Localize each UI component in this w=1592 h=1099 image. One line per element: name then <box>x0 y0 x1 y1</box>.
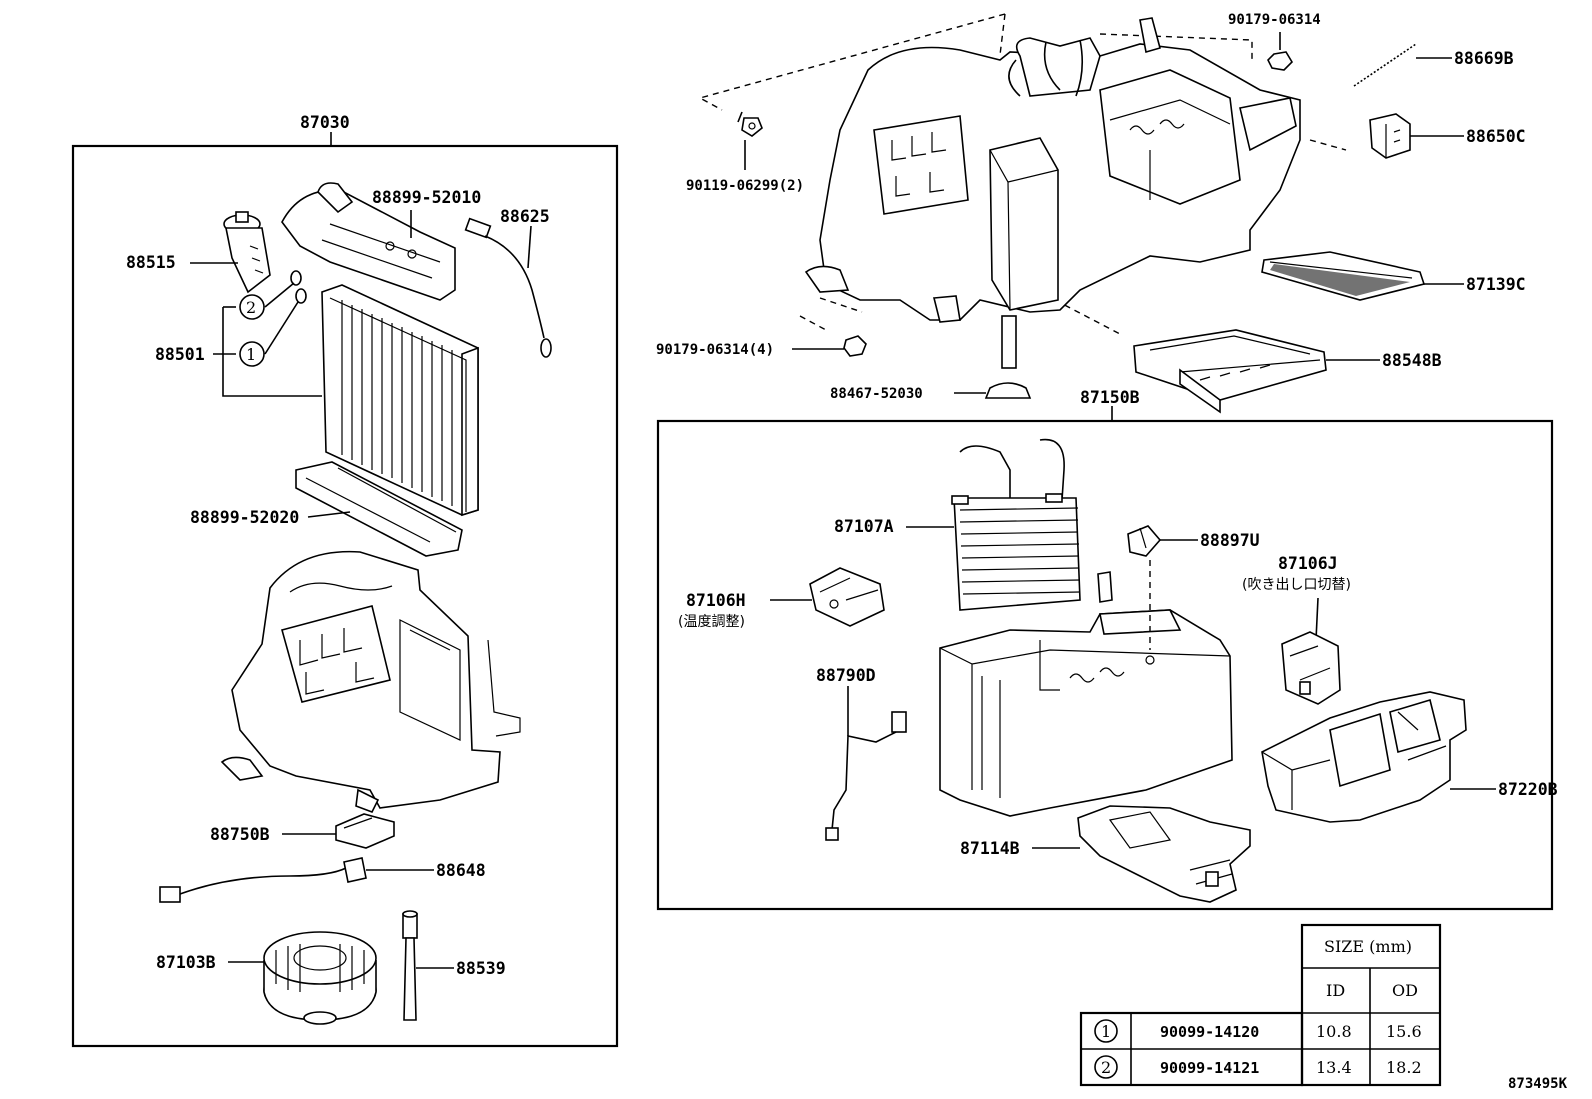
label-87114B: 87114B <box>960 839 1020 858</box>
drain-hose <box>402 910 418 1021</box>
label-87103B: 87103B <box>156 953 216 972</box>
svg-text:1: 1 <box>246 345 256 364</box>
screw <box>737 111 763 137</box>
cooling-unit-housing <box>220 550 521 814</box>
left-group-frame <box>71 144 619 1048</box>
callout-circle-1 <box>239 341 265 367</box>
air-duct <box>1077 805 1251 903</box>
label-88625: 88625 <box>500 207 550 226</box>
label-90179-06314-top: 90179-06314 <box>1228 12 1321 28</box>
label-87106H: 87106H <box>686 591 746 610</box>
label-88750B: 88750B <box>210 825 270 844</box>
blower-resistor <box>335 813 395 849</box>
nut-bottom <box>843 335 867 357</box>
label-88648: 88648 <box>436 861 486 880</box>
label-88650C: 88650C <box>1466 127 1526 146</box>
expansion-valve <box>223 211 271 294</box>
thermistor-wire <box>464 217 552 358</box>
blower-motor <box>263 931 377 1025</box>
table-row: 2 90099-14121 13.4 18.2 <box>1094 1055 1422 1079</box>
svg-text:18.2: 18.2 <box>1386 1058 1422 1077</box>
figure-number: 873495K <box>1508 1076 1568 1092</box>
svg-text:1: 1 <box>1101 1022 1111 1041</box>
group-label-87150B: 87150B <box>1080 388 1140 407</box>
svg-text:90099-14121: 90099-14121 <box>1160 1059 1259 1077</box>
relay-block <box>1369 113 1411 159</box>
table-header-size: SIZE (mm) <box>1324 937 1412 956</box>
sensor-wire <box>825 711 907 841</box>
label-88897U: 88897U <box>1200 531 1260 550</box>
label-88548B: 88548B <box>1382 351 1442 370</box>
coil-spring <box>1353 43 1417 87</box>
svg-text:2: 2 <box>246 298 256 317</box>
evaporator-core <box>321 284 479 517</box>
heater-core <box>951 438 1081 611</box>
drain-pan <box>295 461 463 557</box>
assembly-outline <box>698 13 1347 335</box>
label-87220B: 87220B <box>1498 780 1558 799</box>
grommet <box>984 382 1032 399</box>
label-88467-52030: 88467-52030 <box>830 386 923 402</box>
servo-temperature <box>809 567 885 627</box>
blower-wire-harness <box>159 857 367 903</box>
callout-circle-2 <box>239 294 265 320</box>
label-88515: 88515 <box>126 253 176 272</box>
label-88669B: 88669B <box>1454 49 1514 68</box>
label-90179-06314-4: 90179-06314(4) <box>656 342 774 358</box>
table-row: 1 90099-14120 10.8 15.6 <box>1094 1019 1422 1043</box>
label-87139C: 87139C <box>1466 275 1526 294</box>
label-88899-52020: 88899-52020 <box>190 508 299 527</box>
label-87107A: 87107A <box>834 517 894 536</box>
svg-text:2: 2 <box>1101 1058 1111 1077</box>
label-90119-06299: 90119-06299(2) <box>686 178 804 194</box>
label-88790D: 88790D <box>816 666 876 685</box>
label-88899-52010: 88899-52010 <box>372 188 481 207</box>
group-label-87030: 87030 <box>300 113 350 132</box>
heater-ac-assembly <box>804 17 1301 369</box>
label-88501: 88501 <box>155 345 205 364</box>
heater-case <box>939 560 1233 817</box>
evaporator-sensor <box>1127 525 1162 557</box>
svg-text:10.8: 10.8 <box>1316 1022 1352 1041</box>
table-header-id: ID <box>1326 981 1345 1000</box>
table-header-od: OD <box>1392 981 1418 1000</box>
note-87106J: (吹き出し口切替) <box>1242 577 1351 593</box>
note-87106H: (温度調整) <box>678 614 745 630</box>
label-87106J: 87106J <box>1278 554 1338 573</box>
nut-top <box>1267 51 1294 71</box>
svg-text:13.4: 13.4 <box>1316 1058 1352 1077</box>
label-88539: 88539 <box>456 959 506 978</box>
servo-mode <box>1281 631 1341 705</box>
amplifier-unit <box>1133 329 1327 414</box>
svg-text:90099-14120: 90099-14120 <box>1160 1023 1259 1041</box>
cabin-air-filter <box>1261 251 1426 301</box>
svg-text:15.6: 15.6 <box>1386 1022 1422 1041</box>
hose-size-table: SIZE (mm) ID OD 1 90099-14120 10.8 15.6 … <box>1079 923 1442 1087</box>
blower-case <box>1261 691 1467 823</box>
evaporator-cover <box>281 182 456 301</box>
right-group-frame <box>656 419 1554 911</box>
